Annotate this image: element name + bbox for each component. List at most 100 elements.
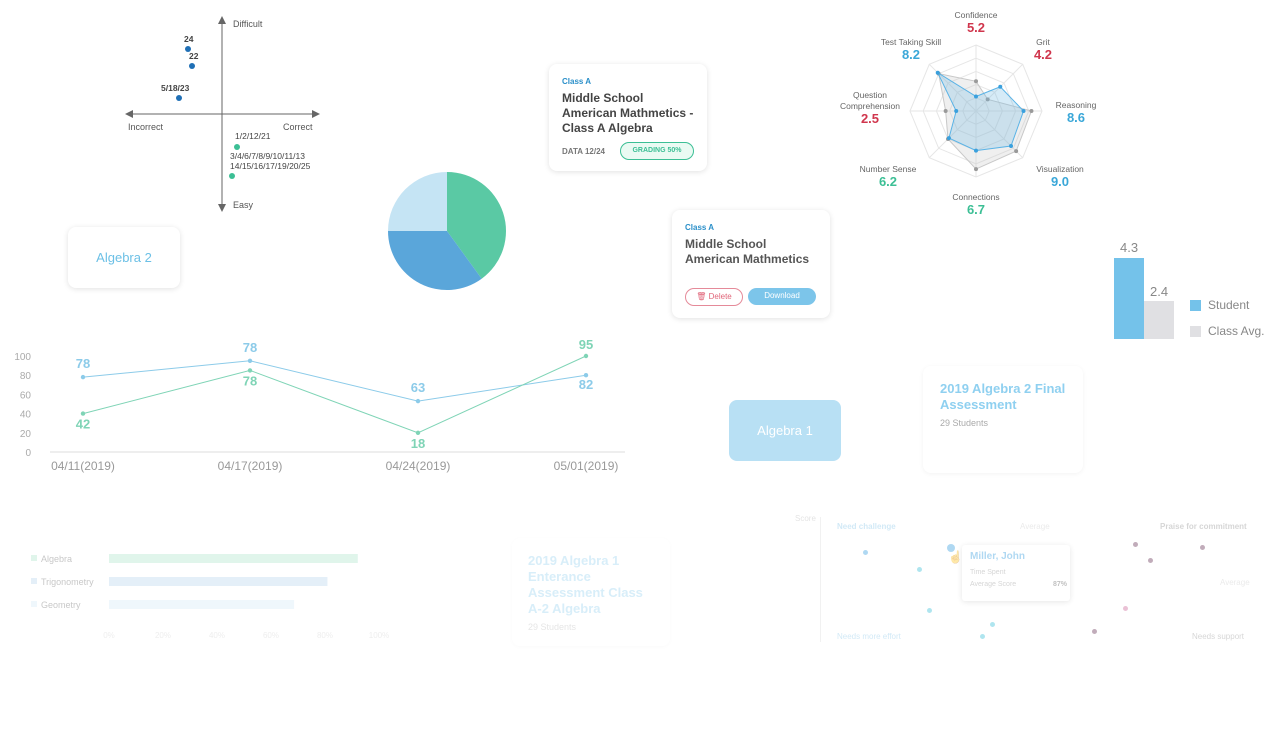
trash-icon: 🗑	[696, 292, 707, 301]
data-point[interactable]	[863, 550, 868, 555]
x-tick-label: 0%	[103, 631, 115, 640]
x-tick-label: 80%	[317, 631, 333, 640]
point-label: 1/2/12/21	[235, 131, 271, 141]
radar-axis-value: 6.2	[879, 174, 897, 189]
point-group-easy[interactable]	[229, 173, 235, 179]
series-blue-point[interactable]	[80, 374, 86, 380]
class-avg-area-point	[1029, 109, 1034, 113]
radar-axis-value: 2.5	[861, 111, 879, 126]
point-1-2-12-21[interactable]	[234, 144, 240, 150]
point-22[interactable]	[189, 63, 195, 69]
class-name: Class A	[685, 223, 715, 232]
data-point[interactable]	[1200, 545, 1205, 550]
series-green-point[interactable]	[247, 368, 253, 373]
class-avg-area-point	[974, 167, 978, 172]
download-button[interactable]: Download	[748, 288, 816, 305]
data-point[interactable]	[980, 634, 985, 639]
pie-slice-2[interactable]	[388, 172, 447, 231]
pie-slice-1[interactable]	[388, 231, 482, 290]
algebra-1-chip[interactable]: Algebra 1	[729, 400, 841, 461]
data-point[interactable]	[1092, 629, 1097, 634]
x-tick-label: 04/24(2019)	[386, 459, 451, 473]
series-green-point[interactable]	[80, 411, 86, 416]
series-blue-line	[82, 360, 587, 402]
data-point[interactable]	[1148, 558, 1153, 563]
series-green-point[interactable]	[583, 353, 589, 359]
series-blue-point[interactable]	[247, 358, 253, 363]
assessment-card-algebra-1[interactable]: 2019 Algebra 1 Enterance Assessment Clas…	[512, 538, 670, 646]
radar-axis-label: Connections	[952, 192, 999, 202]
radar-axis-value: 4.2	[1034, 47, 1052, 62]
legend-class-label: Class Avg.	[1208, 324, 1265, 338]
difficulty-quadrant-chart: Difficult Easy Incorrect Correct 24 22 5…	[125, 16, 320, 212]
label-needs-more-effort: Needs more effort	[837, 632, 901, 641]
assessment-students: 29 Students	[528, 622, 577, 632]
point-label: 22	[189, 51, 199, 61]
series-blue-label: 78	[76, 356, 90, 371]
point-24[interactable]	[185, 46, 191, 52]
point-label: 24	[184, 34, 194, 44]
series-green-label: 42	[76, 417, 90, 432]
radar-axis-label: Grit	[1036, 37, 1050, 47]
radar-axis-label: Visualization	[1036, 164, 1084, 174]
radar-axis-label: Confidence	[954, 10, 997, 20]
topic-bar[interactable]	[109, 577, 328, 586]
series-blue-point[interactable]	[415, 398, 421, 404]
y-tick-label: 80	[20, 371, 32, 382]
radar-axis-label: Question	[853, 90, 887, 100]
legend-swatch	[31, 555, 37, 561]
grading-badge: GRADING 50%	[620, 142, 694, 160]
class-card-algebra[interactable]: Class A Middle School American Mathmetic…	[549, 64, 707, 171]
algebra-2-chip[interactable]: Algebra 2	[68, 227, 180, 288]
series-blue-point[interactable]	[583, 373, 589, 378]
class-card-download[interactable]: Class A Middle School American Mathmetic…	[672, 210, 830, 318]
radar-axis-label: Reasoning	[1056, 100, 1097, 110]
tooltip-avg: Average Score	[970, 581, 1017, 588]
pie-slice-0[interactable]	[447, 172, 506, 279]
x-tick-label: 04/17(2019)	[218, 459, 283, 473]
student-bar	[1114, 258, 1144, 339]
label-difficult: Difficult	[233, 19, 263, 29]
radar-axis-label: Comprehension	[840, 101, 900, 111]
topic-bar[interactable]	[109, 554, 358, 563]
y-tick-label: 60	[20, 390, 32, 401]
assessment-card-algebra-2[interactable]: 2019 Algebra 2 Final Assessment 29 Stude…	[923, 366, 1083, 473]
topic-bar[interactable]	[109, 600, 295, 609]
data-point[interactable]	[1133, 542, 1138, 547]
class-avg-area-point	[974, 79, 978, 84]
tooltip-name: Miller, John	[970, 551, 1026, 562]
algebra-1-label: Algebra 1	[757, 423, 813, 438]
series-green-point[interactable]	[415, 430, 421, 435]
series-green-line	[82, 355, 587, 434]
point-5-18-23[interactable]	[176, 95, 182, 101]
series-green-label: 95	[579, 337, 593, 352]
x-tick-label: 04/11(2019)	[51, 459, 115, 473]
point-label: 14/15/16/17/19/20/25	[230, 161, 311, 171]
radar-axis-value: 8.6	[1067, 110, 1085, 125]
legend-swatch	[31, 601, 37, 607]
radar-axis-label: Test Taking Skill	[881, 37, 941, 47]
radar-axis-value: 5.2	[967, 20, 985, 35]
legend-student-swatch	[1190, 300, 1201, 311]
class-avg-area-point	[943, 109, 948, 113]
score-trend-chart: 10080604020004/11(2019)04/17(2019)04/24(…	[14, 337, 625, 473]
class-name: Class A	[562, 77, 592, 86]
point-label: 5/18/23	[161, 83, 190, 93]
data-point[interactable]	[1123, 606, 1128, 611]
legend-swatch	[31, 578, 37, 584]
y-tick-label: 20	[20, 429, 32, 440]
series-blue-label: 78	[243, 340, 257, 355]
topic-label: Trigonometry	[41, 577, 94, 587]
class-avg-area-point	[985, 97, 990, 102]
data-point-selected[interactable]	[947, 544, 955, 552]
delete-button[interactable]: 🗑 Delete	[685, 288, 743, 306]
label-average-right: Average	[1220, 578, 1250, 587]
radar-axis-value: 6.7	[967, 202, 985, 217]
data-point[interactable]	[917, 567, 922, 572]
assessment-title: 2019 Algebra 2 Final Assessment	[940, 381, 1066, 412]
data-point[interactable]	[927, 608, 932, 613]
student-area-point	[974, 94, 978, 99]
label-need-challenge: Need challenge	[837, 522, 896, 531]
data-point[interactable]	[990, 622, 995, 627]
student-area-point	[935, 70, 940, 75]
